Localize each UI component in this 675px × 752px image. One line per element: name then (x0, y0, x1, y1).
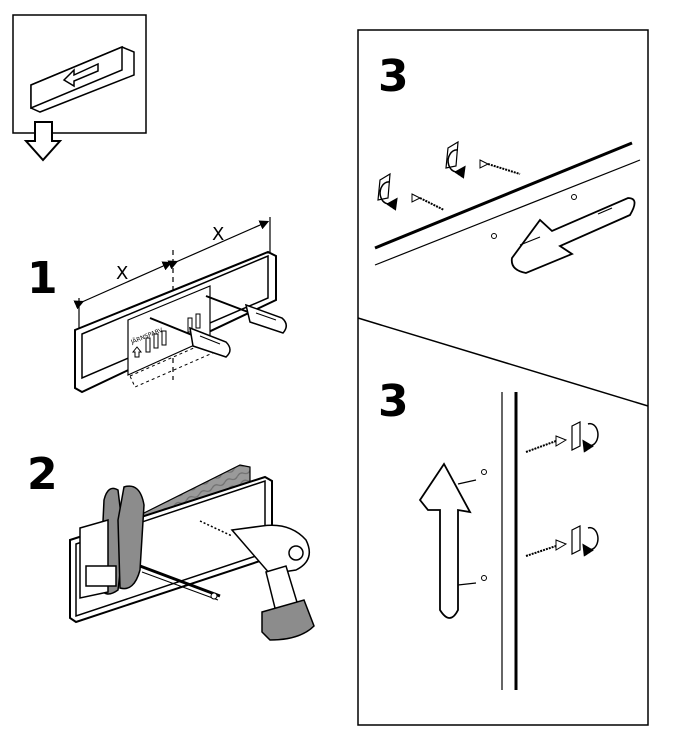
arrow-handle-horizontal (491, 194, 636, 274)
step-3-vertical: 3 (378, 376, 599, 690)
step-1: 1 X X JÄRNSPARV (27, 217, 287, 394)
awl-left (149, 317, 231, 358)
clamp (79, 485, 221, 601)
arrow-handle-vertical (418, 462, 487, 619)
dimension-lines (73, 217, 271, 380)
step-1-number: 1 (27, 253, 58, 304)
step-3-frame (357, 29, 649, 726)
step-2-number: 2 (27, 449, 58, 500)
awl-right (205, 295, 287, 334)
screw-vertical-lower (525, 525, 599, 557)
panel-edge (374, 141, 633, 250)
screw-vertical-upper (525, 421, 599, 453)
step-3-horizontal: 3 (374, 51, 641, 274)
arrow-up-icon (131, 346, 143, 358)
arrow-down-icon (23, 121, 63, 162)
step-3-horizontal-number: 3 (378, 51, 409, 102)
dimension-label-left: X (116, 263, 128, 284)
power-drill (199, 520, 315, 641)
orientation-inset (12, 14, 147, 162)
dimension-label-right: X (212, 224, 224, 245)
arrow-left-icon (62, 62, 99, 88)
step-3-vertical-number: 3 (378, 376, 409, 427)
panel-divider (357, 317, 649, 407)
screw-upper (445, 140, 521, 179)
screw-lower (377, 172, 445, 211)
step-2: 2 (27, 449, 315, 641)
